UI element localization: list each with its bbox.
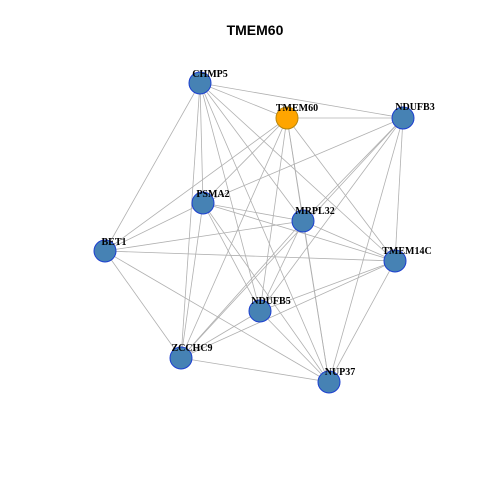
node-chmp5 xyxy=(188,71,212,95)
edge-ndufb3-psma2 xyxy=(202,117,404,204)
edge-chmp5-tmem14c xyxy=(199,82,396,262)
node-label-zcchc9: ZCCHC9 xyxy=(171,343,212,354)
edge-mrpl32-bet1 xyxy=(104,220,304,252)
edge-chmp5-ndufb5 xyxy=(199,82,261,312)
node-zcchc9 xyxy=(169,346,193,370)
node-label-ndufb5: NDUFB5 xyxy=(251,296,290,307)
node-label-mrpl32: MRPL32 xyxy=(295,206,334,217)
edge-tmem60-zcchc9 xyxy=(180,117,288,359)
edge-chmp5-mrpl32 xyxy=(199,82,304,222)
edge-tmem60-tmem14c xyxy=(286,117,396,262)
edge-ndufb3-mrpl32 xyxy=(302,117,404,222)
edge-psma2-mrpl32 xyxy=(202,202,304,222)
edges-layer xyxy=(104,82,404,383)
edge-psma2-ndufb5 xyxy=(202,202,261,312)
edge-mrpl32-ndufb5 xyxy=(259,220,304,312)
node-ndufb3 xyxy=(391,106,415,130)
edge-bet1-zcchc9 xyxy=(104,250,182,359)
edge-ndufb3-tmem14c xyxy=(394,117,404,262)
nodes-layer xyxy=(93,71,415,394)
node-label-tmem60: TMEM60 xyxy=(276,103,318,114)
edge-tmem14c-ndufb5 xyxy=(259,260,396,312)
edge-ndufb3-ndufb5 xyxy=(259,117,404,312)
edge-tmem60-bet1 xyxy=(104,117,288,252)
node-label-bet1: BET1 xyxy=(101,237,126,248)
edge-tmem14c-zcchc9 xyxy=(180,260,396,359)
node-bet1 xyxy=(93,239,117,263)
edge-chmp5-ndufb3 xyxy=(199,82,404,119)
edge-bet1-tmem14c xyxy=(104,250,396,262)
node-psma2 xyxy=(191,191,215,215)
edge-tmem60-psma2 xyxy=(202,117,288,204)
node-mrpl32 xyxy=(291,209,315,233)
edge-tmem14c-nup37 xyxy=(328,260,396,383)
edge-ndufb3-zcchc9 xyxy=(180,117,404,359)
edge-chmp5-tmem60 xyxy=(199,82,288,119)
node-label-chmp5: CHMP5 xyxy=(192,69,228,80)
edge-psma2-zcchc9 xyxy=(180,202,204,359)
graph-title: TMEM60 xyxy=(227,22,284,38)
edge-chmp5-psma2 xyxy=(199,82,204,204)
edge-tmem60-ndufb5 xyxy=(259,117,288,312)
node-label-nup37: NUP37 xyxy=(325,367,356,378)
edge-zcchc9-nup37 xyxy=(180,357,330,383)
node-ndufb5 xyxy=(248,299,272,323)
node-nup37 xyxy=(317,370,341,394)
node-label-ndufb3: NDUFB3 xyxy=(395,102,434,113)
edge-ndufb3-nup37 xyxy=(328,117,404,383)
node-tmem14c xyxy=(383,249,407,273)
edge-chmp5-bet1 xyxy=(104,82,201,252)
edge-chmp5-zcchc9 xyxy=(180,82,201,359)
edge-mrpl32-nup37 xyxy=(302,220,330,383)
node-label-psma2: PSMA2 xyxy=(196,189,229,200)
node-tmem60 xyxy=(275,106,299,130)
edge-psma2-bet1 xyxy=(104,202,204,252)
edge-ndufb5-zcchc9 xyxy=(180,310,261,359)
edge-mrpl32-tmem14c xyxy=(302,220,396,262)
edge-mrpl32-zcchc9 xyxy=(180,220,304,359)
edge-psma2-tmem14c xyxy=(202,202,396,262)
edge-bet1-nup37 xyxy=(104,250,330,383)
edge-ndufb5-nup37 xyxy=(259,310,330,383)
edge-chmp5-nup37 xyxy=(199,82,330,383)
node-label-tmem14c: TMEM14C xyxy=(382,246,431,257)
